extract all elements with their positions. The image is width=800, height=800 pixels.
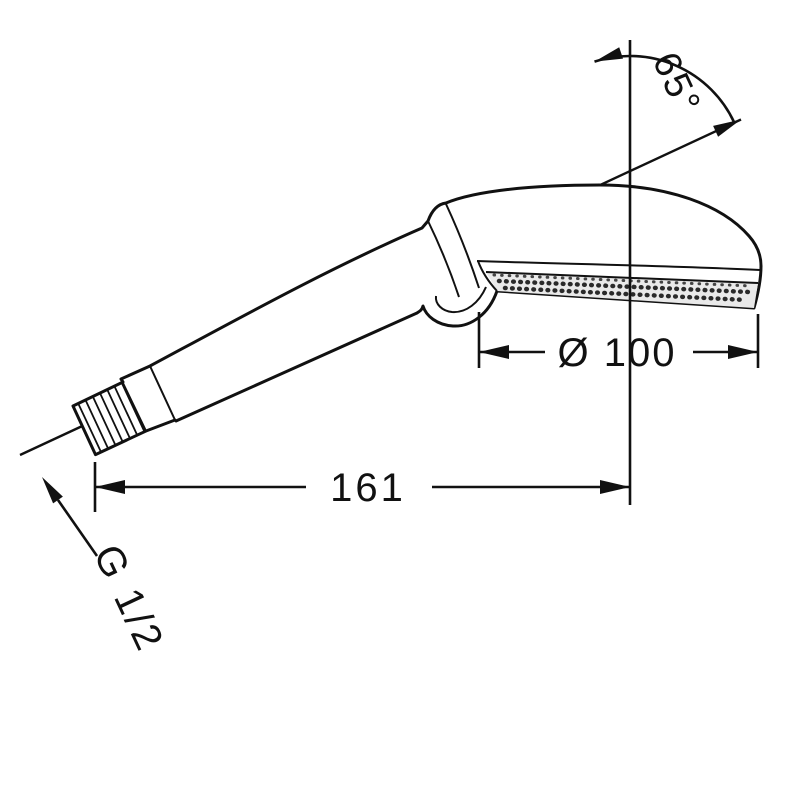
dimension-graphics: [42, 40, 760, 557]
spray-nozzle-dots-row: [492, 273, 754, 288]
thread-hatching: [77, 382, 146, 453]
nut-boundary-lines: [120, 365, 176, 432]
thread-size-label: G 1/2: [85, 538, 173, 659]
diameter-dimension-label: Ø 100: [558, 331, 677, 375]
spray-nozzle-dots: [496, 278, 752, 303]
diameter-arrowhead-left: [479, 345, 509, 359]
length-dimension-label: 161: [330, 466, 406, 510]
faceplate-left-edge: [477, 260, 498, 292]
angle-arc-arrowhead: [594, 47, 623, 62]
thread-leader-line: [56, 499, 99, 557]
bracket-hook-curve: [434, 286, 487, 314]
shower-silhouette: [71, 183, 763, 457]
thread-leader-arrowhead: [42, 477, 63, 504]
faceplate-seam-lines: [476, 260, 761, 284]
hand-shower-body: [71, 183, 763, 457]
length-arrowhead-right: [600, 480, 630, 494]
collar-seam-lines: [427, 203, 480, 298]
length-arrowhead-left: [95, 480, 125, 494]
diameter-arrowhead-right: [728, 345, 758, 359]
centerline-arrowhead: [713, 119, 741, 137]
